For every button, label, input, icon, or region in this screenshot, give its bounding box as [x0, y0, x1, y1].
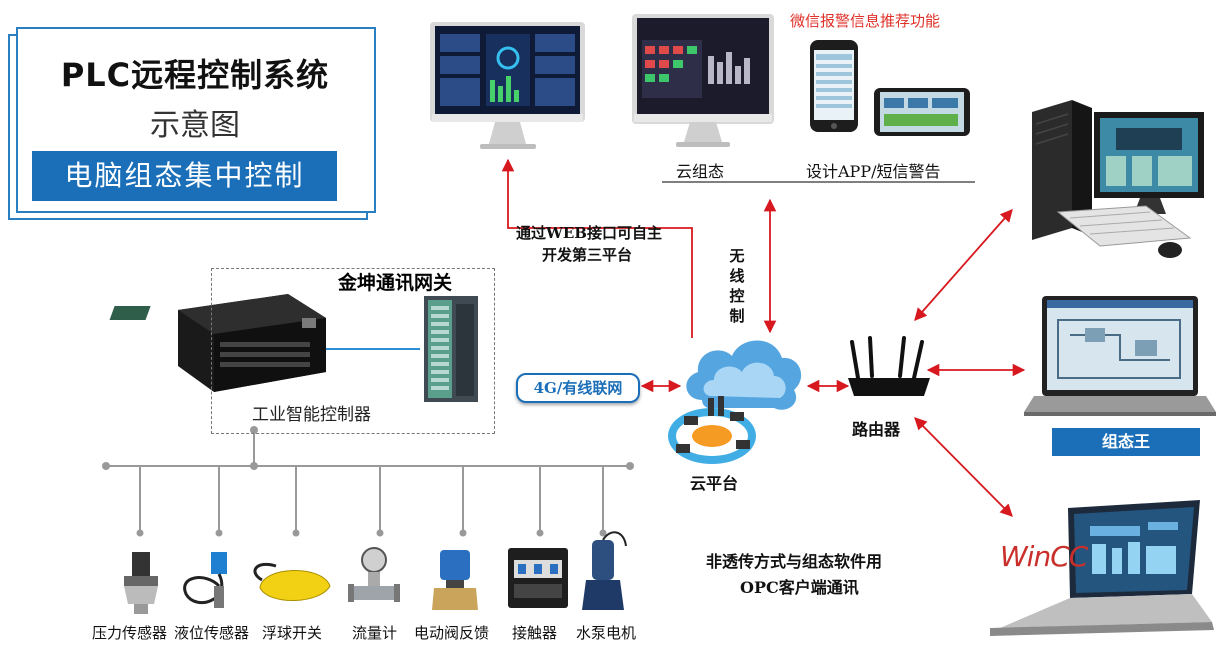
laptop-icon [1024, 296, 1216, 416]
device-label-flow: 流量计 [352, 624, 398, 642]
opc-label-line1: 非透传方式与组态软件用 [706, 552, 883, 571]
router-icon [848, 336, 930, 396]
router-desktop-arrow [914, 209, 1013, 321]
page-title: PLC远程控制系统 [60, 56, 330, 94]
controller-label: 工业智能控制器 [252, 405, 371, 425]
wincc-logo: WinCC [1000, 540, 1088, 573]
router-label: 路由器 [852, 420, 901, 439]
pressure-sensor-icon [124, 552, 158, 614]
device-label-contactor: 接触器 [512, 624, 558, 642]
device-label-valve: 电动阀反馈 [414, 624, 490, 642]
web-api-label-line2: 开发第三平台 [542, 246, 633, 264]
router-wincc-arrow [914, 417, 1013, 517]
device-label-float: 浮球开关 [262, 624, 323, 642]
gateway-label: 金坤通讯网关 [338, 272, 453, 294]
tablet-icon [874, 88, 970, 136]
cloud-platform-label: 云平台 [690, 474, 739, 493]
cloud-icon [668, 340, 802, 464]
cloud-scada-label: 云组态 [676, 162, 725, 181]
contactor-icon [508, 548, 568, 608]
monitor-icon [430, 22, 585, 149]
scada-monitor-icon [632, 14, 774, 147]
title-banner: 电脑组态集中控制 [32, 151, 337, 201]
plc-icon [109, 294, 326, 392]
flowmeter-icon [348, 547, 400, 602]
app-sms-label: 设计APP/短信警告 [806, 162, 941, 181]
device-label-level: 液位传感器 [174, 624, 250, 642]
level-sensor-icon [183, 552, 227, 608]
pump-icon [582, 531, 627, 610]
web-api-arrow [501, 158, 693, 338]
wechat-alert-label: 微信报警信息推荐功能 [790, 12, 941, 30]
desktop-pc-icon [1032, 100, 1204, 258]
laptop-icon [990, 500, 1214, 636]
page-subtitle: 示意图 [150, 108, 240, 143]
zutai-wang-badge: 组态王 [1052, 428, 1200, 456]
gateway-module-icon [424, 296, 478, 402]
web-api-label-line1: 通过WEB接口可自主 [516, 224, 662, 242]
controller-group-box [211, 268, 495, 434]
device-label-pump: 水泵电机 [576, 624, 637, 642]
opc-label-line2: OPC客户端通讯 [740, 578, 859, 597]
float-switch-icon [253, 563, 331, 601]
smartphone-icon [810, 40, 858, 132]
wireless-control-label: 无线控制 [729, 247, 745, 325]
device-label-pressure: 压力传感器 [92, 624, 168, 642]
valve-icon [432, 550, 478, 610]
network-badge: 4G/有线联网 [516, 373, 640, 403]
